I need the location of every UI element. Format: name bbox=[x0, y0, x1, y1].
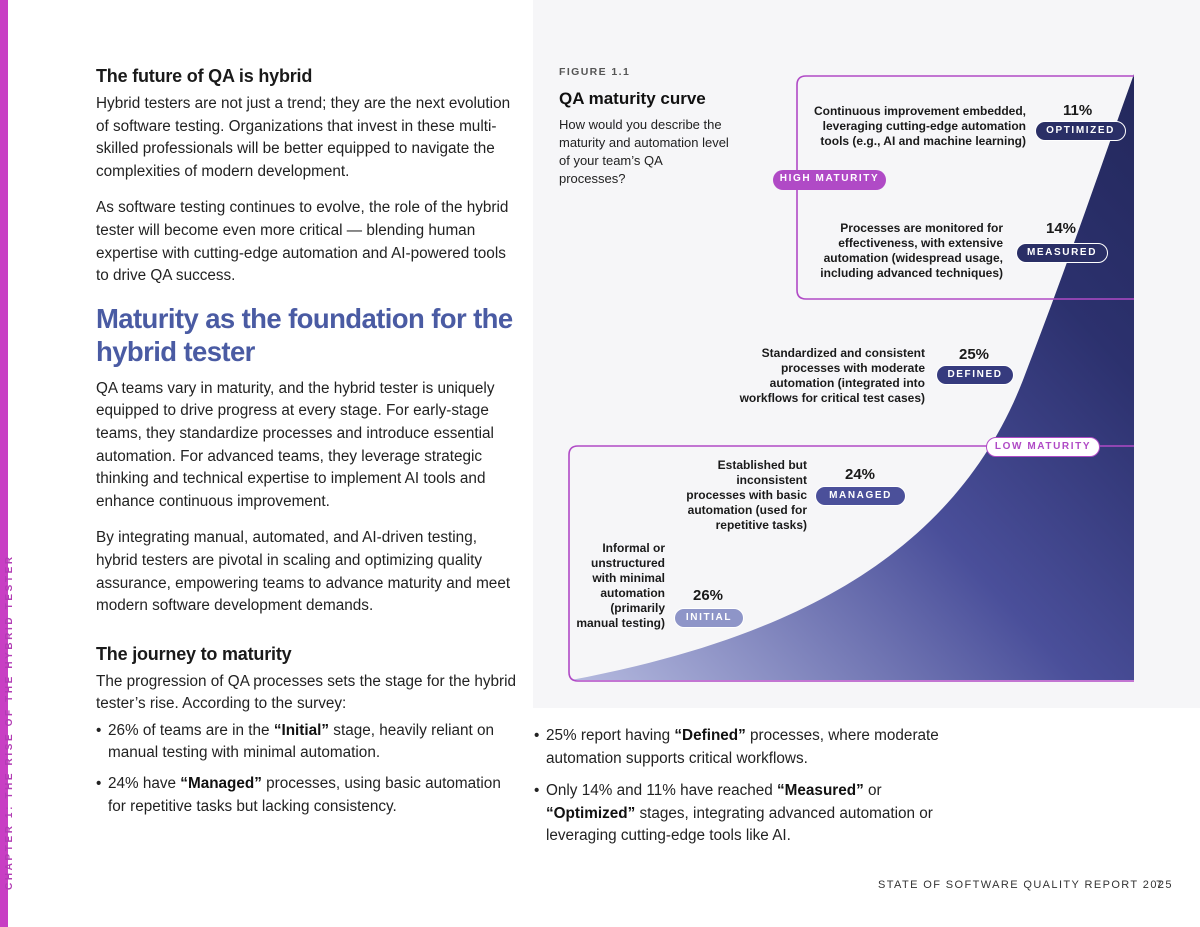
future-heading: The future of QA is hybrid bbox=[96, 66, 313, 86]
optimized-percent: 11% bbox=[1063, 102, 1093, 119]
defined-percent: 25% bbox=[959, 346, 990, 363]
bullet-measured-optimized: Only 14% and 11% have reached “Measured”… bbox=[534, 780, 954, 848]
measured-percent: 14% bbox=[1046, 220, 1077, 237]
defined-description: Standardized and consistent processes wi… bbox=[739, 346, 925, 405]
initial-pill: INITIAL bbox=[674, 608, 744, 628]
report-footer: STATE OF SOFTWARE QUALITY REPORT 2025 bbox=[878, 879, 1173, 891]
chapter-side-label: CHAPTER 1: THE RISE OF THE HYBRID TESTER bbox=[4, 554, 15, 890]
left-column: The future of QA is hybrid Hybrid tester… bbox=[96, 66, 521, 826]
managed-percent: 24% bbox=[845, 466, 876, 483]
initial-percent: 26% bbox=[693, 587, 724, 604]
high-maturity-label: HIGH MATURITY bbox=[773, 170, 886, 190]
bullet-managed: 24% have “Managed” processes, using basi… bbox=[96, 773, 521, 818]
measured-description: Processes are monitored for effectivenes… bbox=[820, 221, 1003, 280]
page-number: 7 bbox=[1156, 879, 1163, 891]
maturity-curve-area bbox=[571, 74, 1134, 680]
bullet-initial: 26% of teams are in the “Initial” stage,… bbox=[96, 720, 521, 765]
low-maturity-frame bbox=[568, 445, 1134, 682]
initial-description: Informal or unstructured with minimal au… bbox=[576, 541, 665, 630]
optimized-description: Continuous improvement embedded, leverag… bbox=[813, 104, 1026, 148]
maturity-heading: Maturity as the foundation for the hybri… bbox=[96, 302, 513, 367]
maturity-paragraph-2: By integrating manual, automated, and AI… bbox=[96, 529, 511, 615]
journey-paragraph: The progression of QA processes sets the… bbox=[96, 672, 517, 713]
optimized-pill: OPTIMIZED bbox=[1035, 121, 1126, 141]
managed-pill: MANAGED bbox=[815, 486, 906, 506]
figure-title: QA maturity curve bbox=[559, 89, 706, 108]
right-column-bullets: 25% report having “Defined” processes, w… bbox=[534, 725, 954, 856]
figure-label: FIGURE 1.1 bbox=[559, 66, 631, 78]
low-maturity-label: LOW MATURITY bbox=[986, 437, 1100, 457]
chapter-accent-bar bbox=[0, 0, 8, 927]
managed-description: Established but inconsistent processes w… bbox=[686, 458, 807, 532]
journey-heading: The journey to maturity bbox=[96, 643, 292, 664]
measured-pill: MEASURED bbox=[1016, 243, 1108, 263]
maturity-paragraph-1: QA teams vary in maturity, and the hybri… bbox=[96, 379, 495, 510]
figure-question: How would you describe the maturity and … bbox=[559, 117, 729, 186]
journey-bullets-left: 26% of teams are in the “Initial” stage,… bbox=[96, 720, 521, 818]
bullet-defined: 25% report having “Defined” processes, w… bbox=[534, 725, 954, 770]
defined-pill: DEFINED bbox=[936, 365, 1014, 385]
future-paragraph-1: Hybrid testers are not just a trend; the… bbox=[96, 95, 511, 180]
future-paragraph-2: As software testing continues to evolve,… bbox=[96, 199, 509, 285]
